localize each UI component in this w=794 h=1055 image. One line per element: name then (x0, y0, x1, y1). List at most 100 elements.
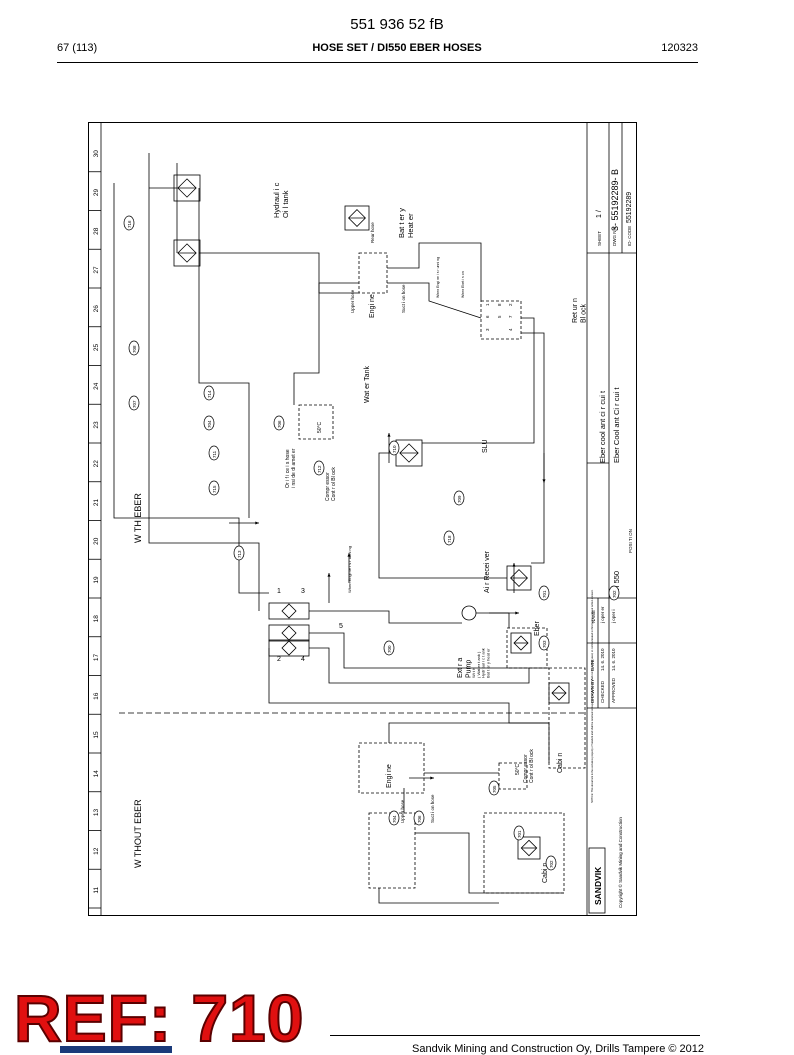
hose-line (199, 252, 359, 294)
hose-ref-label: 718 (447, 535, 452, 543)
hose-ref-bubble (538, 585, 550, 601)
engine-label: Engi ne (369, 294, 376, 318)
flow-arrowhead (327, 573, 331, 577)
heat-exchanger-symbol (348, 209, 366, 227)
manifold-block (268, 624, 310, 642)
page-count: 67 (113) (57, 42, 98, 54)
temp-label: 50°C (515, 763, 521, 775)
extra-pump-note: Wi t h( Wat er t ank )Hydr aul i c t ank… (471, 648, 490, 678)
dwg-number: 3- 55192289- B (610, 169, 620, 231)
port-label: 5 (339, 623, 343, 630)
cabin-label: Cabi n (557, 753, 564, 773)
approved-label: APPROVED (611, 677, 616, 703)
ruler-number: 27 (93, 266, 100, 274)
ruler-number: 24 (93, 382, 100, 390)
compressor-block-label: Compr essorCont r ol Bl ock (325, 467, 337, 501)
flow-arrowhead (430, 776, 434, 780)
eber-cooler (510, 632, 532, 654)
hose-ref-bubble (488, 780, 500, 796)
flow-arrowhead (347, 553, 351, 557)
compressor-block-label: Compr essorCont r ol Bl ock (523, 749, 535, 783)
ruler-number: 19 (93, 576, 100, 584)
ruler-number: 30 (93, 150, 100, 158)
flow-arrowhead (255, 521, 259, 525)
hose-line (378, 888, 499, 904)
hose-ref-label: 701 (517, 830, 522, 838)
footer-logo (60, 1046, 172, 1053)
hose-ref-bubble (388, 440, 400, 456)
hose-ref-label: 707 (132, 400, 137, 408)
hydraulic-tank-label: Hydraul i cOi l tank (272, 182, 290, 218)
manifold-block (268, 639, 310, 657)
date-value: 14. 6. 2010 (611, 648, 616, 671)
hose-ref-label: 712 (317, 465, 322, 473)
return-block-port: 1 (485, 303, 490, 306)
hose-ref-label: 715 (212, 485, 217, 493)
ruler-number: 18 (93, 615, 100, 623)
port-label: 3 (301, 588, 305, 595)
document-number: 551 936 52 fB (350, 16, 444, 33)
hose-ref-bubble (203, 415, 215, 431)
valve-symbol (281, 640, 297, 656)
compressor-block-2 (498, 762, 528, 790)
circuit-subtitle: Eber cool ant ci r cui t (598, 390, 607, 463)
hose-ref-bubble (273, 415, 285, 431)
copyright-text: Copyright © Sandvik Mining and Construct… (617, 817, 623, 908)
hose-ref-label: 711 (212, 450, 217, 458)
orifice-label: Or i f i ce i s hosei nsi de di amet er (285, 448, 297, 488)
document-title: HOSE SET / DI550 EBER HOSES (312, 42, 482, 54)
heat-exchanger-symbol (513, 635, 529, 651)
ruler-number: 11 (93, 886, 100, 893)
hose-ref-label: 704 (392, 815, 397, 823)
ruler-number: 23 (93, 421, 100, 429)
return-block-port: 3 (485, 328, 490, 331)
checked-label: CHECKED (600, 680, 605, 703)
flow-arrowhead (515, 611, 519, 615)
cabin-label: Cabi n (542, 863, 549, 883)
hose-line (476, 612, 510, 628)
ruler-number: 22 (93, 460, 100, 468)
position-label: POSI TI ON (628, 529, 633, 553)
compressor-control-block (298, 404, 334, 440)
hose-line (113, 183, 269, 594)
cabin-cooler (548, 682, 570, 704)
hose-ref-label: 703 (542, 640, 547, 648)
name-value: j oper i (611, 609, 616, 624)
name-label: NAME (591, 610, 596, 623)
hose-line (422, 317, 535, 444)
sheet-label: SHEET (597, 231, 602, 246)
return-block-port: 7 (508, 315, 513, 318)
water-tank-cooler (344, 205, 370, 231)
flow-note: When Ebet i s on (461, 271, 465, 298)
id-code-value: 55192289 (626, 192, 633, 223)
ruler-number: 15 (93, 731, 100, 739)
hose-ref-label: 700 (387, 645, 392, 653)
suction-hose-label: Suct i on hose (401, 284, 406, 313)
circuit-title: Eber Cool ant Ci r cui t (612, 387, 621, 463)
ruler-number: 16 (93, 692, 100, 700)
flow-note: When Engi ne i s r unni ng (436, 257, 440, 298)
hose-line (198, 188, 250, 518)
ruler-number: 20 (93, 537, 100, 545)
ruler-number: 21 (93, 499, 100, 507)
name-value: j oper er (600, 606, 605, 624)
hose-ref-label: 705 (492, 785, 497, 793)
hose-ref-label: 709 (457, 495, 462, 503)
date-label: DATE (590, 659, 595, 671)
hydraulic-diagram: 1112131415161718192021222324252627282930… (89, 123, 636, 915)
hose-ref-label: 706 (417, 815, 422, 823)
hose-ref-bubble (128, 395, 140, 411)
hose-line (268, 648, 549, 724)
hose-ref-label: 704 (207, 420, 212, 428)
hose-ref-label: 710 (392, 445, 397, 453)
hose-line (378, 452, 507, 579)
hose-ref-bubble (545, 855, 557, 871)
ref-stamp: REF: 710 (13, 981, 305, 1055)
flow-arrowhead (512, 563, 516, 567)
heat-exchanger-symbol (510, 569, 528, 587)
extra-pump-symbol (461, 605, 477, 621)
hose-line (415, 832, 564, 894)
cabin-cooler-2 (517, 836, 541, 860)
hose-line (309, 610, 462, 624)
hose-line (309, 647, 530, 684)
